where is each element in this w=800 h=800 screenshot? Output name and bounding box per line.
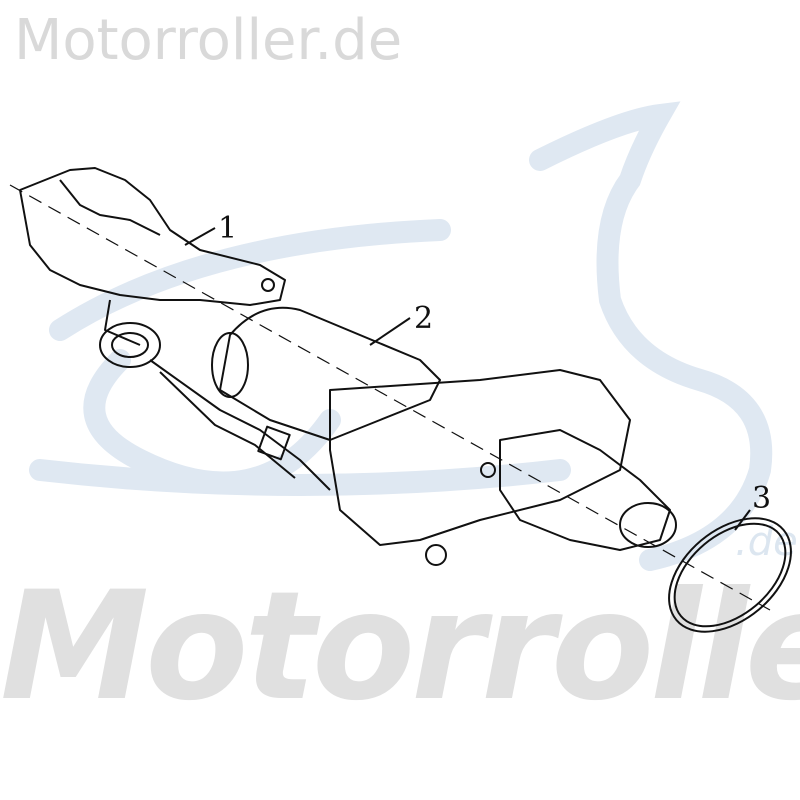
starter-motor-part-2	[211, 306, 677, 566]
cable-connector	[99, 322, 331, 491]
bracket-part-1	[19, 167, 286, 346]
watermark-top: Motorroller.de	[14, 8, 403, 73]
leader-line-1	[184, 227, 216, 246]
o-ring-part-3	[668, 517, 792, 633]
leader-line-2	[369, 317, 411, 346]
callout-2: 2	[414, 301, 433, 336]
leader-line-3	[734, 509, 751, 531]
axis-line	[9, 184, 771, 611]
watermark-domain: .de	[735, 519, 798, 565]
callout-3: 3	[752, 481, 771, 516]
callout-1: 1	[218, 211, 237, 246]
watermark-big: Motorroller	[0, 560, 800, 734]
